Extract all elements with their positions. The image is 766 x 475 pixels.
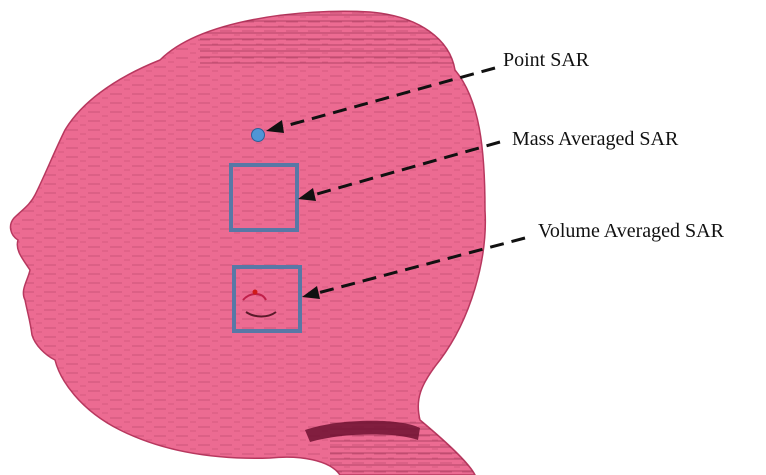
- volume-averaged-sar-label: Volume Averaged SAR: [538, 221, 724, 241]
- point-sar-label: Point SAR: [503, 50, 589, 70]
- point-sar-marker: [252, 129, 265, 142]
- ear-hotspot: [253, 290, 258, 295]
- mass-averaged-sar-label: Mass Averaged SAR: [512, 129, 678, 149]
